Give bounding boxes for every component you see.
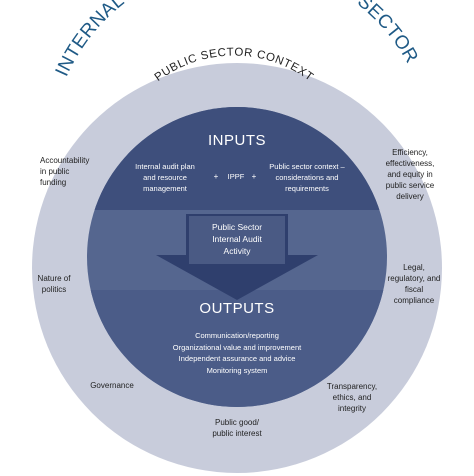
inputs-audit-plan: Internal audit plan and resource managem… <box>135 162 195 193</box>
ring-label-accountability: Accountability in public funding <box>40 156 90 187</box>
ring-label-public-good: Public good/ public interest <box>212 418 262 438</box>
ring-label-legal: Legal, regulatory, and fiscal compliance <box>387 263 441 305</box>
activity-label: Public Sector Internal Audit Activity <box>211 222 263 256</box>
ring-label-politics: Nature of politics <box>37 274 71 294</box>
outputs-item: Organizational value and improvement <box>172 342 302 352</box>
inputs-public-sector-context: Public sector context – considerations a… <box>269 162 345 193</box>
inputs-plus-right: + <box>251 172 257 181</box>
ring-label-governance: Governance <box>90 381 134 390</box>
inputs-ippf: IPPF <box>227 172 245 181</box>
ring-label-efficiency: Efficiency, effectiveness, and equity in… <box>385 148 435 201</box>
outputs-item: Monitoring system <box>206 365 268 375</box>
outputs-item: Independent assurance and advice <box>178 354 296 363</box>
activity-box <box>189 216 285 264</box>
outputs-heading: OUTPUTS <box>199 300 275 317</box>
inputs-heading: INPUTS <box>207 132 266 149</box>
outputs-item: Communication/reporting <box>195 331 279 340</box>
ring-label-transparency: Transparency, ethics, and integrity <box>326 382 378 413</box>
inputs-plus-left: + <box>213 172 219 181</box>
outputs-list: Communication/reporting Organizational v… <box>142 330 332 376</box>
